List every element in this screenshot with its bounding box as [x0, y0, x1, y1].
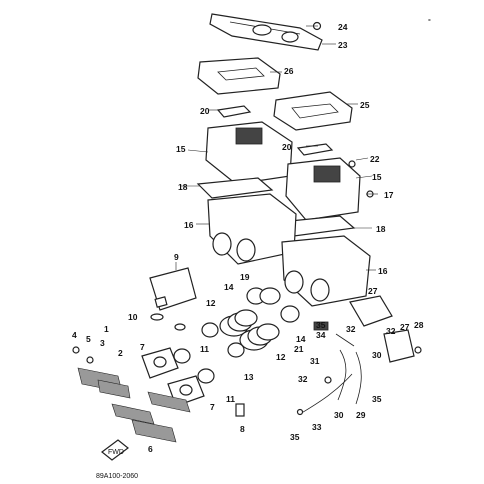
hose-30-part [337, 349, 347, 401]
gasket-20-left-part [216, 105, 252, 118]
airbox-cover-left-part [205, 121, 293, 185]
gasket-6b-part [131, 419, 177, 443]
figure-code: 89A100-2060 [96, 473, 138, 480]
rubber-joint-13-part [239, 323, 280, 351]
callout-24: 24 [338, 22, 348, 32]
callout-1: 1 [104, 324, 109, 334]
callout-29: 29 [356, 410, 366, 420]
hose-29-part [355, 351, 362, 405]
intake-pipe-9-part [149, 267, 197, 311]
filter-element-25-part [273, 91, 353, 131]
callout-20a: 20 [200, 106, 210, 116]
callout-27a: 27 [368, 286, 378, 296]
callout-18b: 18 [376, 224, 386, 234]
clamp-14c-part [280, 305, 300, 323]
fuel-pump-27-part [349, 295, 415, 363]
callout-35a: 35 [316, 320, 326, 330]
filter-element-26-part [197, 57, 281, 95]
callout-7a: 7 [140, 342, 145, 352]
rubber-joint-12-part [219, 309, 258, 337]
hose-33-part [299, 373, 353, 415]
callout-30a: 30 [372, 350, 382, 360]
filter-34-part [313, 321, 329, 331]
callout-25: 25 [360, 100, 370, 110]
clamp-11b-part [173, 348, 191, 364]
callout-32a: 32 [346, 324, 356, 334]
callout-22: 22 [370, 154, 380, 164]
callout-11a: 11 [200, 344, 209, 354]
callout-19: 19 [240, 272, 250, 282]
callout-35b: 35 [372, 394, 382, 404]
callout-33: 33 [312, 422, 322, 432]
gasket-6a-part [111, 403, 155, 425]
hose-31-part [335, 333, 355, 347]
bolt-28-part [414, 346, 422, 354]
callout-3: 3 [100, 338, 105, 348]
callout-11b: 11 [226, 394, 235, 404]
clip-32-part [324, 376, 332, 384]
clamp-11c-part [197, 368, 215, 384]
callout-14a: 14 [224, 282, 234, 292]
airbox-left-part [207, 193, 297, 265]
callout-15a: 15 [176, 144, 186, 154]
callout-32b: 32 [386, 326, 396, 336]
callout-10: 10 [128, 312, 138, 322]
airbox-right-part [281, 235, 371, 307]
clip-10-part [150, 313, 164, 321]
callout-12b: 12 [276, 352, 286, 362]
corner-mark: - [428, 14, 431, 24]
callout-9: 9 [174, 252, 179, 262]
screw-22-part [348, 160, 356, 168]
callout-12a: 12 [206, 298, 216, 308]
screw-4-part [72, 346, 80, 354]
callout-16a: 16 [184, 220, 194, 230]
callout-32c: 32 [298, 374, 308, 384]
washer-5-part [86, 356, 94, 364]
callout-16b: 16 [378, 266, 388, 276]
top-cover-part [209, 13, 323, 51]
callout-20b: 20 [282, 142, 292, 152]
callout-5: 5 [86, 334, 91, 344]
leader-lines [175, 25, 378, 271]
callout-18a: 18 [178, 182, 188, 192]
seal-18-left-part [196, 177, 274, 199]
clip-35-part [296, 408, 304, 416]
callout-23: 23 [338, 40, 348, 50]
callout-2: 2 [118, 348, 123, 358]
joint-19-part [259, 287, 281, 305]
callout-34: 34 [316, 330, 326, 340]
callout-6: 6 [148, 444, 153, 454]
gasket-20-right-part [296, 143, 334, 156]
callout-35c: 35 [290, 432, 300, 442]
callout-13: 13 [244, 372, 254, 382]
clip-10b-part [174, 323, 186, 331]
callout-17: 17 [384, 190, 394, 200]
reed-valve-2-part [77, 367, 131, 399]
callout-labels: 24 23 26 25 20 20 15 15 22 18 18 17 16 1… [72, 22, 424, 454]
airbox-cover-right-part [285, 157, 361, 221]
callout-26: 26 [284, 66, 294, 76]
callout-21: 21 [294, 344, 304, 354]
callout-4: 4 [72, 330, 77, 340]
manifold-7a-part [141, 347, 179, 379]
callout-8: 8 [240, 424, 245, 434]
callout-30b: 30 [334, 410, 344, 420]
callout-7b: 7 [210, 402, 215, 412]
callout-15b: 15 [372, 172, 382, 182]
callout-31: 31 [310, 356, 320, 366]
fwd-arrow-badge: FWD [101, 439, 129, 461]
bolt-8-part [235, 403, 245, 417]
clamp-11a-part [201, 322, 219, 338]
callout-14b: 14 [296, 334, 306, 344]
callout-27b: 27 [400, 322, 410, 332]
svg-text:FWD: FWD [108, 449, 124, 456]
gasket-6c-part [147, 391, 191, 413]
clamp-14a-part [227, 342, 245, 358]
callout-28: 28 [414, 320, 424, 330]
